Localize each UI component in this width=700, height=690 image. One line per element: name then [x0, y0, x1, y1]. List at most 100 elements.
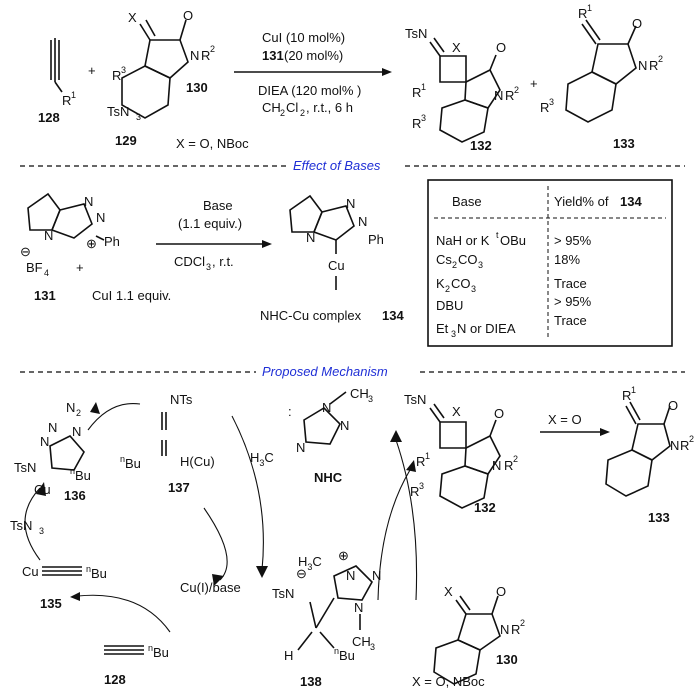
row-yield-5: Trace: [554, 313, 587, 328]
complex-caption: NHC-Cu complex: [260, 308, 362, 323]
svg-text:3: 3: [549, 97, 554, 107]
svg-text:2: 2: [76, 408, 81, 418]
label-137: 137: [168, 480, 190, 495]
svg-text:X = O: X = O: [548, 412, 582, 427]
svg-text:R: R: [410, 484, 419, 499]
oxindole-130-mechanism: X O N R 2 130: [433, 584, 525, 685]
svg-text:(20 mol%): (20 mol%): [284, 48, 343, 63]
label-128: 128: [38, 110, 60, 125]
svg-text:R: R: [505, 88, 514, 103]
row-yield-4: > 95%: [554, 294, 592, 309]
triazole-136: N N N TsN nBu Cu 136: [14, 420, 91, 503]
svg-text:3: 3: [421, 113, 426, 123]
svg-text:2: 2: [210, 44, 215, 54]
svg-text:2: 2: [513, 454, 518, 464]
svg-text:134: 134: [382, 308, 404, 323]
svg-text:N: N: [48, 420, 57, 435]
svg-text:Cu(I)/base: Cu(I)/base: [180, 580, 241, 595]
svg-text:R: R: [578, 6, 587, 21]
svg-text:2: 2: [445, 284, 450, 294]
svg-text:R: R: [504, 458, 513, 473]
svg-text:3: 3: [39, 526, 44, 536]
product-132-mechanism: TsN X R 1 O N R 2 R 3 132: [404, 392, 518, 515]
svg-text:N: N: [96, 210, 105, 225]
label-132: 132: [470, 138, 492, 153]
svg-text:N: N: [358, 214, 367, 229]
svg-text:CH: CH: [352, 634, 371, 649]
svg-text:3: 3: [206, 262, 211, 272]
svg-text:, r.t.: , r.t.: [212, 254, 234, 269]
svg-text:nBu: nBu: [148, 643, 169, 660]
svg-text:N: N: [670, 438, 679, 453]
svg-text:R: R: [622, 388, 631, 403]
svg-text:N: N: [340, 418, 349, 433]
svg-text:1: 1: [425, 451, 430, 461]
svg-text:N: N: [346, 196, 355, 211]
label-129: 129: [115, 133, 137, 148]
svg-text:2: 2: [520, 618, 525, 628]
svg-text:3: 3: [471, 284, 476, 294]
svg-text:⊖: ⊖: [20, 244, 31, 259]
row-base-2: Cs: [436, 252, 452, 267]
svg-text:2: 2: [452, 260, 457, 270]
header-base: Base: [452, 194, 482, 209]
svg-text:O: O: [183, 8, 193, 23]
svg-text:N: N: [306, 230, 315, 245]
plus-2: +: [530, 76, 538, 91]
svg-text:Base: Base: [203, 198, 233, 213]
svg-text:X: X: [452, 404, 461, 419]
svg-text:3: 3: [451, 329, 456, 339]
proposed-mechanism-title: Proposed Mechanism: [262, 364, 388, 379]
header-yield: Yield% of: [554, 194, 609, 209]
plus-1: +: [88, 63, 96, 78]
product-133-mechanism: R 1 O N R 2 133: [605, 385, 694, 525]
svg-text:t: t: [496, 230, 499, 240]
row-base-1: NaH or K: [436, 233, 490, 248]
svg-text:R: R: [412, 116, 421, 131]
svg-text:N: N: [500, 622, 509, 637]
svg-text:TsN: TsN: [405, 26, 427, 41]
svg-text:N: N: [322, 400, 331, 415]
svg-text:2: 2: [514, 85, 519, 95]
svg-text:nBu: nBu: [70, 466, 91, 483]
svg-text:N: N: [66, 400, 75, 415]
svg-text:X: X: [444, 584, 453, 599]
svg-text:3: 3: [121, 65, 126, 75]
svg-text:TsN: TsN: [10, 518, 32, 533]
svg-text:3: 3: [368, 394, 373, 404]
svg-text:R: R: [416, 454, 425, 469]
label-135: 135: [40, 596, 62, 611]
intermediate-137: NTs nBu H(Cu) 137: [120, 392, 215, 495]
effect-of-bases-title: Effect of Bases: [293, 158, 381, 173]
svg-text:TsN: TsN: [14, 460, 36, 475]
svg-text:R: R: [649, 58, 658, 73]
svg-text:N: N: [494, 88, 503, 103]
label-133: 133: [613, 136, 635, 151]
label-133-mechanism: 133: [648, 510, 670, 525]
svg-text:H: H: [284, 648, 293, 663]
svg-text:Ph: Ph: [104, 234, 120, 249]
svg-text:H(Cu): H(Cu): [180, 454, 215, 469]
alkyne-128-bottom: nBu 128: [104, 643, 169, 687]
svg-text:2: 2: [689, 434, 694, 444]
svg-text:⊕: ⊕: [338, 548, 349, 563]
svg-text:1: 1: [587, 3, 592, 13]
svg-text:+: +: [76, 260, 84, 275]
base-yield-table: Base Yield% of 134 NaH or K t OBu > 95% …: [427, 179, 673, 347]
svg-text:3: 3: [370, 642, 375, 652]
svg-text:N: N: [346, 568, 355, 583]
row-base-5: Et: [436, 321, 449, 336]
svg-text:X: X: [452, 40, 461, 55]
svg-text:Ph: Ph: [368, 232, 384, 247]
svg-text:O: O: [632, 16, 642, 31]
svg-text:CuI (10 mol%): CuI (10 mol%): [262, 30, 345, 45]
tsn3: TsN: [107, 104, 129, 119]
svg-text:CO: CO: [451, 276, 471, 291]
cu-acetylide-135: Cu nBu 135: [22, 564, 107, 611]
svg-text:3: 3: [419, 481, 424, 491]
row-base-4: DBU: [436, 298, 463, 313]
label-138: 138: [300, 674, 322, 689]
svg-text:H3C: H3C: [250, 450, 274, 468]
row-base-3: K: [436, 276, 445, 291]
